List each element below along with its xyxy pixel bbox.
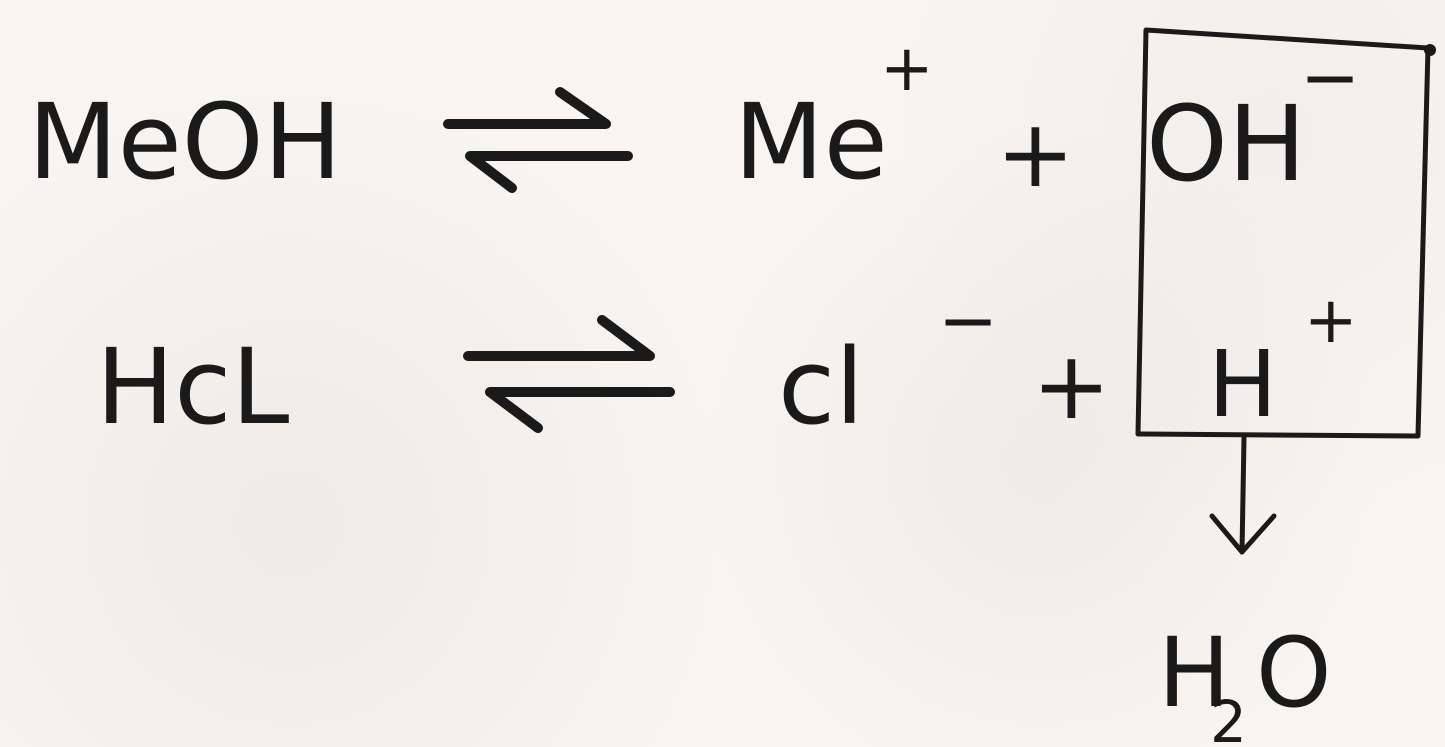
water-hydrogen: H <box>1158 617 1230 729</box>
chloride-charge: − <box>938 278 998 362</box>
water-product: H 2 O <box>1158 617 1332 747</box>
methyl-cation-charge: + <box>880 32 934 106</box>
hcl-reactant: HcL <box>96 326 289 448</box>
plus-sign: + <box>1032 332 1111 441</box>
hydroxide-charge: − <box>1300 35 1360 119</box>
hydroxide-ion: OH <box>1146 83 1306 205</box>
equilibrium-arrow-icon <box>463 315 675 433</box>
equilibrium-arrow-icon <box>443 87 633 193</box>
down-arrow-icon <box>1209 435 1277 555</box>
ion-pair-box <box>1135 27 1436 439</box>
chloride-ion: cl <box>778 326 864 448</box>
methyl-cation: Me <box>734 81 888 203</box>
hydrogen-ion: H <box>1208 331 1277 438</box>
plus-sign: + <box>996 100 1075 209</box>
water-oxygen: O <box>1256 617 1332 729</box>
water-subscript: 2 <box>1210 688 1247 747</box>
hydrogen-charge: + <box>1304 284 1358 358</box>
methanol-reactant: MeOH <box>28 81 342 203</box>
